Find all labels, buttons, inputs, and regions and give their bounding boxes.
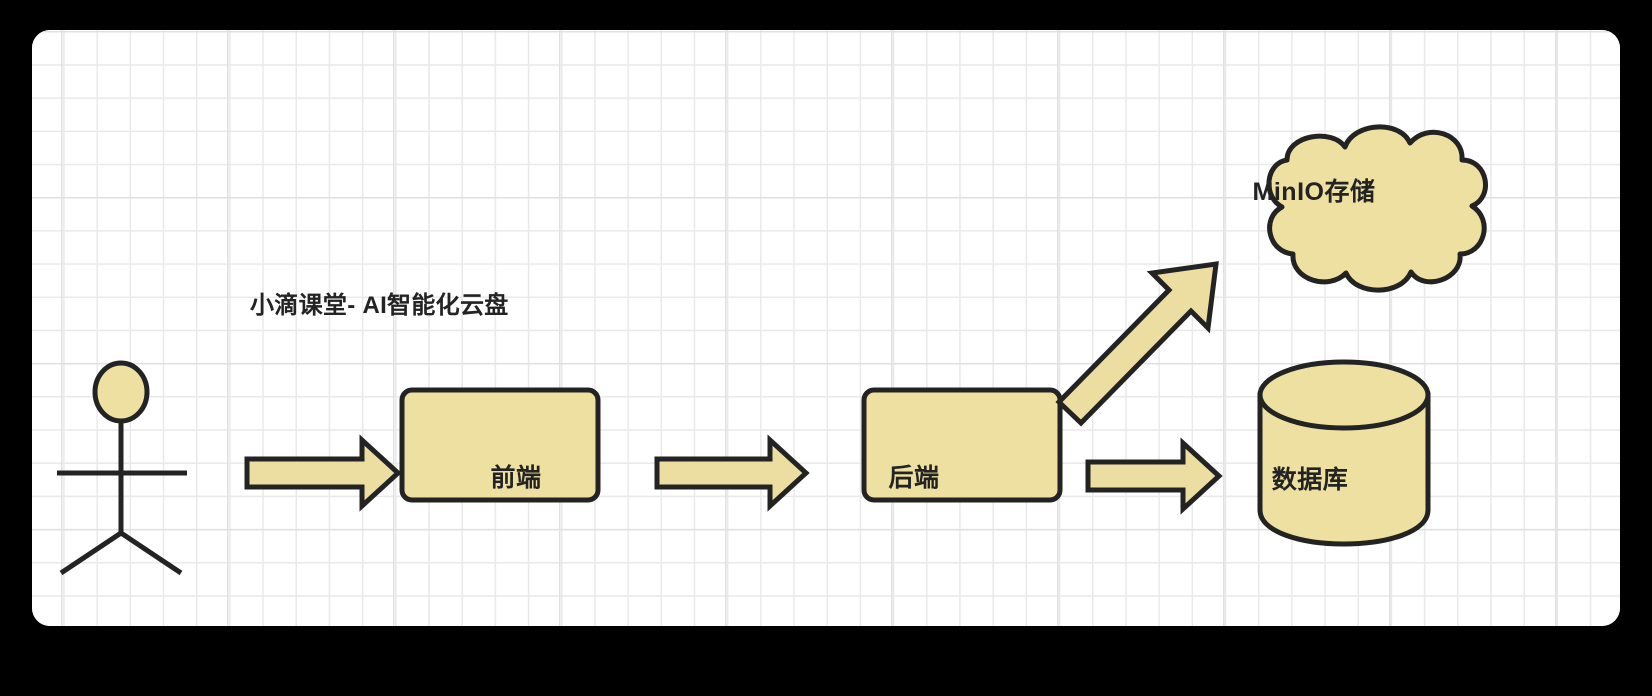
node-minio-cloud[interactable] [1266, 124, 1488, 293]
block-arrow-right-icon [244, 434, 402, 512]
edge-backend-to-minio[interactable] [1055, 261, 1219, 427]
block-arrow-right-icon [1085, 437, 1223, 515]
edge-actor-to-frontend[interactable] [244, 434, 402, 512]
backend-rect [861, 387, 1063, 503]
cylinder-top-ellipse [1257, 359, 1431, 431]
cylinder-body-shape [1257, 392, 1431, 547]
actor-head-icon [92, 360, 150, 424]
node-backend-box[interactable] [861, 387, 1063, 503]
actor-left-leg-line [59, 530, 123, 576]
edge-frontend-to-backend[interactable] [654, 434, 810, 512]
node-actor-stick-figure[interactable] [57, 360, 187, 576]
diagram-canvas[interactable]: 小滴课堂- AI智能化云盘 前端 后端 MinIO存储 数据库 [32, 30, 1620, 626]
block-arrow-right-icon [654, 434, 810, 512]
cloud-shape-icon [1266, 124, 1488, 293]
actor-right-leg-line [119, 530, 183, 576]
diagram-artwork [57, 124, 1488, 576]
frontend-rect [399, 387, 601, 503]
block-arrow-up-right-icon [1055, 261, 1219, 427]
edge-backend-to-database[interactable] [1085, 437, 1223, 515]
node-database-cylinder[interactable] [1257, 359, 1431, 547]
node-frontend-box[interactable] [399, 387, 601, 503]
